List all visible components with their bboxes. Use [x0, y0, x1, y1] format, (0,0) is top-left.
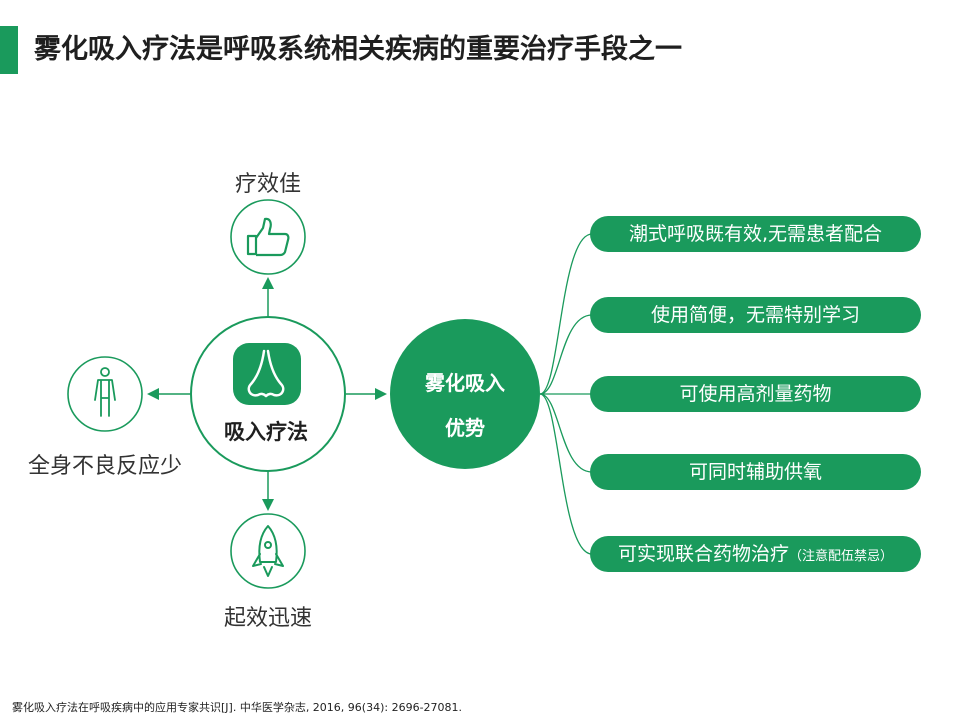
- advantage-item-text: 潮式呼吸既有效,无需患者配合: [628, 223, 883, 245]
- label-fast-onset: 起效迅速: [223, 606, 313, 631]
- advantage-line-2: 优势: [445, 416, 485, 440]
- advantage-item-text: 使用简便，无需特别学习: [650, 304, 860, 326]
- advantage-item-text: 可使用高剂量药物: [679, 383, 832, 405]
- advantage-item: 可使用高剂量药物: [590, 376, 921, 412]
- top-circle: [230, 199, 306, 275]
- label-fewer-side-effects: 全身不良反应少: [27, 454, 183, 479]
- bottom-circle: [230, 513, 306, 589]
- left-circle: [67, 356, 143, 432]
- thumbs-up-icon: [246, 217, 290, 257]
- advantage-item-note: （注意配伍禁忌）: [789, 549, 894, 564]
- advantage-item: 可实现联合药物治疗（注意配伍禁忌）: [590, 536, 921, 572]
- advantage-item-text: 可实现联合药物治疗: [617, 543, 789, 565]
- rocket-icon: [252, 525, 284, 577]
- advantage-item: 可同时辅助供氧: [590, 454, 921, 490]
- title-accent-bar: [0, 26, 18, 74]
- branch-connectors: [539, 233, 593, 555]
- advantage-item: 潮式呼吸既有效,无需患者配合: [590, 216, 921, 252]
- advantage-line-1: 雾化吸入: [425, 371, 505, 395]
- advantage-item-text: 可同时辅助供氧: [688, 461, 822, 483]
- page-title: 雾化吸入疗法是呼吸系统相关疾病的重要治疗手段之一: [34, 34, 682, 65]
- reference-footnote: 雾化吸入疗法在呼吸疾病中的应用专家共识[J]. 中华医学杂志, 2016, 96…: [12, 701, 463, 714]
- nose-icon: [233, 343, 301, 405]
- human-body-icon: [94, 367, 116, 417]
- label-effective: 疗效佳: [234, 172, 302, 197]
- advantage-circle: [390, 319, 540, 469]
- central-label: 吸入疗法: [224, 420, 308, 444]
- advantage-item: 使用简便，无需特别学习: [590, 297, 921, 333]
